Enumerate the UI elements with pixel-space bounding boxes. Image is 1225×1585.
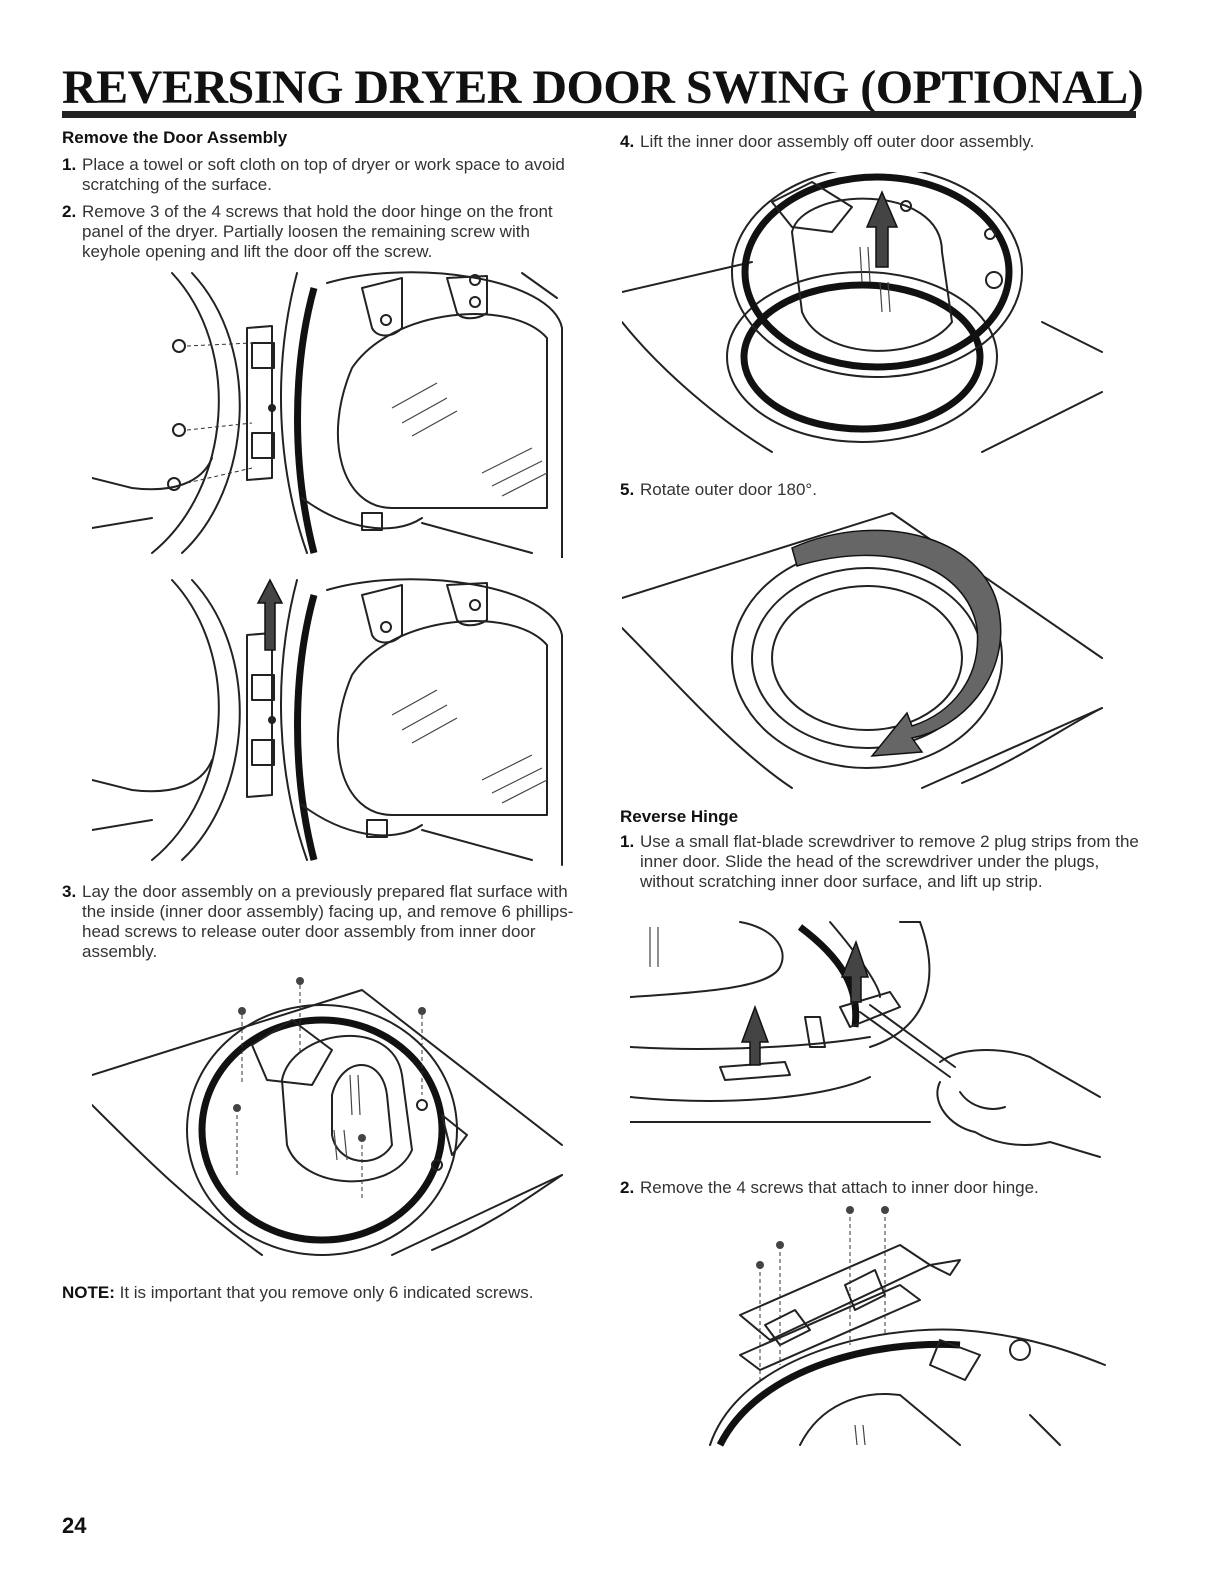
step-remove-2: 2. Remove 3 of the 4 screws that hold th… — [62, 202, 553, 261]
page-title: REVERSING DRYER DOOR SWING (OPTIONAL) — [62, 61, 1144, 114]
step-hinge-1: 1. Use a small flat-blade screwdriver to… — [620, 832, 1139, 891]
note-remove-screws: NOTE: It is important that you remove on… — [62, 1283, 533, 1303]
door-assembly-screws-illustration — [92, 975, 572, 1265]
step-hinge-2: 2. Remove the 4 screws that attach to in… — [620, 1178, 1039, 1197]
outer-door-rotate-illustration — [622, 508, 1107, 793]
plug-strip-removal-illustration — [630, 917, 1105, 1172]
title-underline — [62, 111, 1136, 118]
note-label: NOTE: — [62, 1283, 115, 1302]
note-text: It is important that you remove only 6 i… — [114, 1283, 534, 1302]
hinge-screws-removal-illustration — [92, 268, 567, 558]
page-number: 24 — [62, 1513, 87, 1538]
section-heading-remove: Remove the Door Assembly — [62, 128, 288, 147]
section-heading-hinge: Reverse Hinge — [620, 807, 739, 826]
step-remove-3: 3. Lay the door assembly on a previously… — [62, 882, 574, 961]
step-remove-1: 1. Place a towel or soft cloth on top of… — [62, 155, 565, 194]
inner-door-lift-illustration — [622, 172, 1107, 457]
hinge-screws-illustration — [700, 1205, 1110, 1450]
step-door-5: 5. Rotate outer door 180°. — [620, 480, 817, 499]
door-lift-off-illustration — [92, 575, 567, 870]
step-door-4: 4. Lift the inner door assembly off oute… — [620, 132, 1035, 151]
